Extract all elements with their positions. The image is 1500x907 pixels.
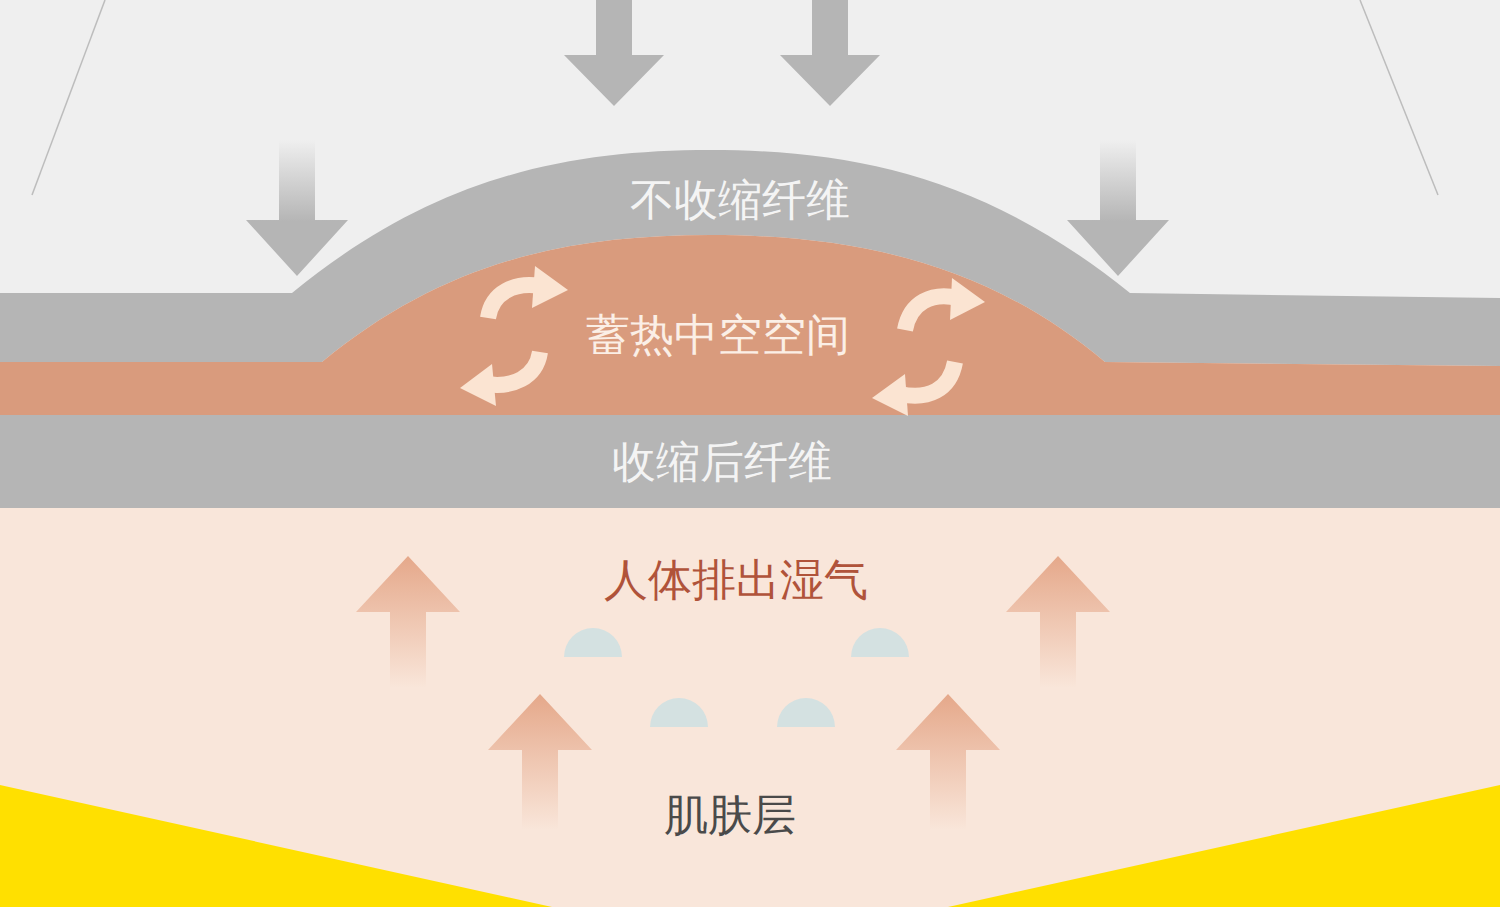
guide-line — [1360, 0, 1438, 195]
layer-label: 肌肤层 — [664, 790, 796, 841]
circulation-heads — [460, 266, 985, 416]
layer-label: 收缩后纤维 — [612, 437, 832, 488]
circulation-arc — [905, 296, 958, 330]
moisture-droplet — [564, 628, 622, 657]
moisture-arrow — [488, 694, 592, 830]
moisture-arrow — [1006, 556, 1110, 688]
skin-edge — [948, 785, 1500, 907]
layer-label: 蓄热中空空间 — [586, 310, 850, 361]
moisture-arrow — [356, 556, 460, 688]
guide-line — [32, 0, 105, 195]
skin-band: 人体排出湿气肌肤层 — [598, 549, 874, 847]
skin-region — [0, 508, 1500, 907]
moisture-droplet — [851, 628, 909, 657]
moisture-arrow — [896, 694, 1000, 830]
circulation-arc — [488, 285, 540, 318]
shrunk-fibre-layer — [0, 415, 1500, 508]
arrow-head — [532, 266, 568, 308]
pressure-arrow — [780, 0, 880, 106]
pressure-arrow — [246, 140, 348, 276]
skin-edge — [0, 785, 552, 907]
arrow-head — [872, 374, 908, 416]
moisture-droplet — [650, 698, 708, 727]
arrow-head — [950, 278, 985, 320]
pressure-arrow — [1067, 140, 1169, 276]
arrow-head — [460, 364, 496, 406]
hollow-space-band: 蓄热中空空间 — [580, 304, 856, 367]
pressure-arrow — [564, 0, 664, 106]
hollow-space-layer — [0, 235, 1500, 415]
circulation-arc — [486, 352, 540, 385]
layer-label: 人体排出湿气 — [604, 555, 868, 606]
moisture-droplet — [777, 698, 835, 727]
fibre-band: 不收缩纤维 — [624, 169, 856, 232]
layer-label: 不收缩纤维 — [630, 175, 850, 226]
circulation-arrows — [486, 285, 958, 396]
circulation-arc — [900, 362, 955, 396]
fibre-band: 收缩后纤维 — [606, 431, 838, 494]
